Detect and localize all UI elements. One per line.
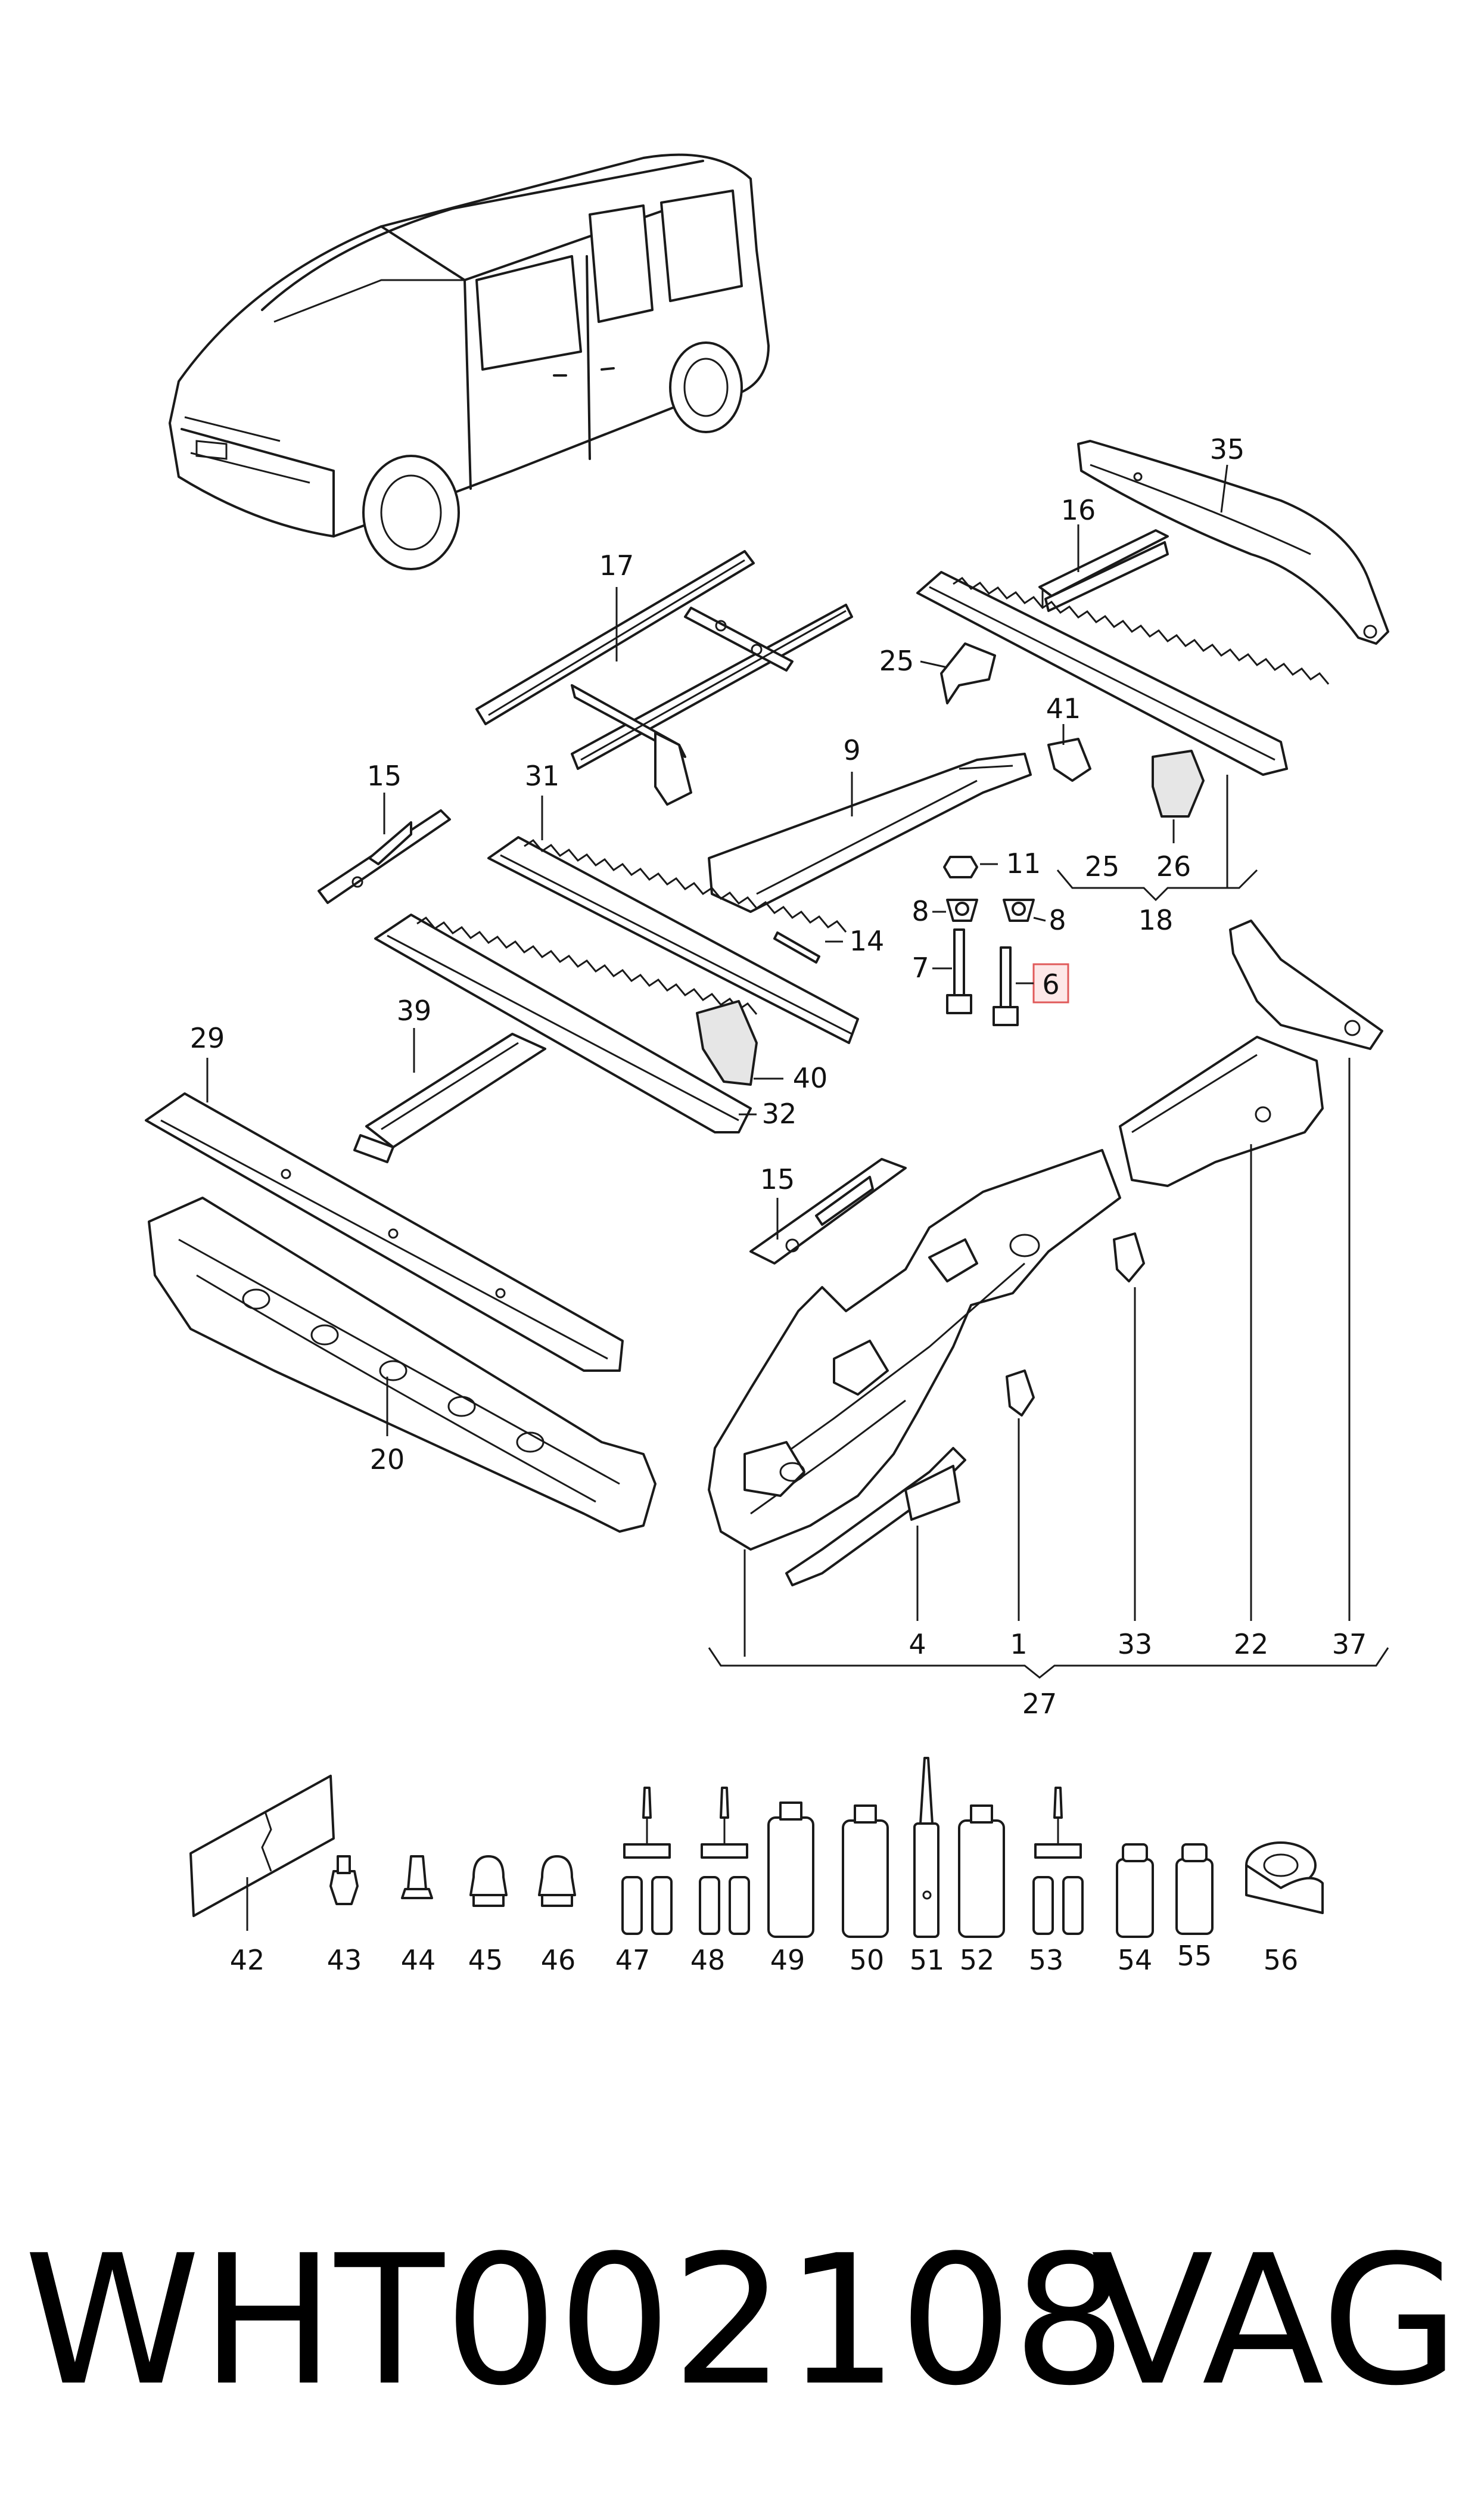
small-part-47 <box>621 1787 673 1935</box>
bracket-18 <box>1056 869 1258 902</box>
part-15-lower <box>749 1158 907 1265</box>
callout-40: 40 <box>793 1062 828 1094</box>
fastener-7 <box>946 928 972 1014</box>
callout-15-lower: 15 <box>760 1163 795 1195</box>
small-part-53 <box>1032 1787 1084 1935</box>
leader-35 <box>1220 464 1228 513</box>
small-part-42 <box>189 1775 335 1917</box>
small-part-51 <box>913 1757 939 1938</box>
callout-48: 48 <box>690 1944 726 1976</box>
callout-39: 39 <box>397 995 432 1027</box>
callout-43: 43 <box>327 1944 362 1976</box>
leader-25-upper <box>920 660 948 669</box>
callout-18: 18 <box>1138 904 1174 936</box>
callout-11: 11 <box>1006 847 1041 880</box>
callout-9: 9 <box>843 734 860 766</box>
callout-15-upper: 15 <box>367 760 402 792</box>
part-14 <box>773 931 820 964</box>
part-16 <box>1038 529 1169 612</box>
callout-42: 42 <box>230 1944 265 1976</box>
part-31 <box>487 836 859 1044</box>
fastener-8-right <box>1003 899 1035 922</box>
callout-33: 33 <box>1118 1628 1153 1660</box>
small-part-54 <box>1116 1843 1154 1938</box>
part-35 <box>1077 440 1389 645</box>
callout-31: 31 <box>525 760 560 792</box>
part-1 <box>1006 1369 1035 1417</box>
callout-44: 44 <box>401 1944 436 1976</box>
part-41 <box>1047 738 1091 782</box>
part-9 <box>708 753 1032 913</box>
part-37 <box>1229 920 1383 1050</box>
callout-50: 50 <box>850 1944 885 1976</box>
fastener-6 <box>993 946 1019 1026</box>
callout-56: 56 <box>1264 1944 1299 1976</box>
small-part-56 <box>1245 1841 1324 1914</box>
callout-6: 6 <box>1042 968 1059 1001</box>
callout-25-lower: 25 <box>1085 850 1120 883</box>
part-18-rail <box>916 571 1330 776</box>
small-part-50 <box>842 1804 889 1938</box>
callout-51: 51 <box>910 1944 945 1976</box>
part-33 <box>1113 1232 1145 1282</box>
callout-6-highlight <box>1032 963 1069 1004</box>
callout-1: 1 <box>1010 1628 1027 1660</box>
callout-29: 29 <box>190 1022 225 1054</box>
leader-8-right <box>1033 917 1046 922</box>
small-part-43 <box>329 1855 359 1905</box>
callout-26: 26 <box>1156 850 1191 883</box>
brand-name: VAG <box>1091 2217 1460 2425</box>
callout-45: 45 <box>468 1944 503 1976</box>
callout-27: 27 <box>1022 1688 1057 1720</box>
small-part-49 <box>767 1801 814 1938</box>
callout-47: 47 <box>615 1944 651 1976</box>
callout-4: 4 <box>909 1628 926 1660</box>
callout-35: 35 <box>1210 433 1245 465</box>
callout-17: 17 <box>599 549 634 582</box>
vehicle-illustration <box>169 153 770 570</box>
callout-32: 32 <box>762 1098 797 1130</box>
fastener-11 <box>943 856 978 878</box>
fastener-8-left <box>946 899 978 922</box>
callout-46: 46 <box>541 1944 576 1976</box>
part-26 <box>1152 750 1205 818</box>
small-part-46 <box>538 1855 576 1907</box>
callout-7: 7 <box>911 952 929 984</box>
callout-52: 52 <box>960 1944 995 1976</box>
callout-8-left: 8 <box>911 895 929 927</box>
part-17 <box>475 550 853 806</box>
callout-22: 22 <box>1234 1628 1269 1660</box>
callout-8-right: 8 <box>1049 904 1066 936</box>
small-part-45 <box>469 1855 508 1907</box>
callout-49: 49 <box>770 1944 805 1976</box>
part-40 <box>696 1000 758 1086</box>
callout-53: 53 <box>1029 1944 1064 1976</box>
callout-37: 37 <box>1332 1628 1367 1660</box>
callout-14: 14 <box>850 925 885 957</box>
callout-54: 54 <box>1118 1944 1153 1976</box>
part-number: WHT002108 <box>24 2217 1127 2425</box>
callout-55: 55 <box>1177 1940 1212 1972</box>
callout-25-upper: 25 <box>879 645 914 677</box>
part-15-upper <box>318 809 451 904</box>
small-part-52 <box>958 1804 1005 1938</box>
part-25-upper <box>940 642 996 704</box>
part-20 <box>148 1197 657 1533</box>
callout-41: 41 <box>1046 692 1081 725</box>
callout-20: 20 <box>370 1443 405 1476</box>
part-39 <box>353 1033 546 1163</box>
part-32 <box>374 914 758 1133</box>
part-29 <box>145 1092 624 1372</box>
small-part-48 <box>699 1787 750 1935</box>
small-part-44 <box>401 1855 433 1899</box>
part-22 <box>1119 1036 1324 1187</box>
footer: WHT002108 VAG <box>24 2223 1460 2419</box>
part-27 <box>708 1149 1121 1586</box>
callout-16: 16 <box>1061 494 1096 526</box>
bracket-27 <box>708 1647 1389 1679</box>
small-part-55 <box>1175 1843 1214 1935</box>
